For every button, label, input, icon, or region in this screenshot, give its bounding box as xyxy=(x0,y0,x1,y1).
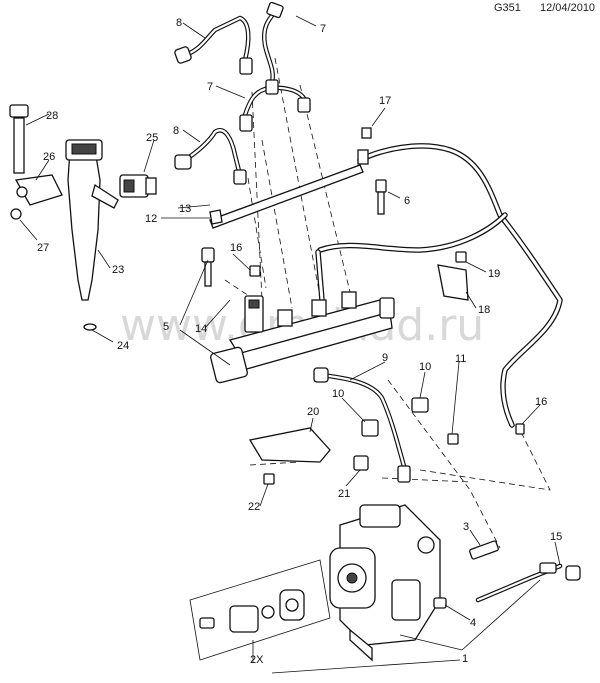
callout-14: 14 xyxy=(195,323,207,335)
diagram-code: G351 xyxy=(494,2,521,14)
callout-24: 24 xyxy=(117,340,129,352)
sensor-assembly xyxy=(119,174,157,198)
pipe-nuts xyxy=(174,1,411,483)
callout-16-left: 16 xyxy=(230,242,242,254)
callout-17: 17 xyxy=(379,95,391,107)
callout-3: 3 xyxy=(463,521,469,533)
callout-16-right: 16 xyxy=(535,396,547,408)
callout-26: 26 xyxy=(43,151,55,163)
callout-18: 18 xyxy=(478,304,490,316)
callout-19: 19 xyxy=(488,268,500,280)
callout-8-mid: 8 xyxy=(173,125,179,137)
callout-labels: 8 7 7 8 17 6 25 28 26 27 23 24 12 13 16 … xyxy=(37,17,562,666)
callout-9: 9 xyxy=(382,352,388,364)
brackets xyxy=(209,209,469,471)
callout-4: 4 xyxy=(470,617,476,629)
callout-1: 1 xyxy=(462,653,468,665)
high-pressure-pump xyxy=(329,504,447,662)
callout-11: 11 xyxy=(455,353,466,365)
callout-13: 13 xyxy=(179,203,191,215)
wiring-harness xyxy=(315,143,563,428)
callout-6: 6 xyxy=(404,195,410,207)
callout-20: 20 xyxy=(307,406,319,418)
fuel-pipes xyxy=(182,9,408,473)
callout-5: 5 xyxy=(163,321,169,333)
callout-10-right: 10 xyxy=(419,361,431,373)
callout-7-mid: 7 xyxy=(207,81,213,93)
callout-10-left: 10 xyxy=(332,388,344,400)
inset-seal-kit xyxy=(189,559,331,661)
diagram-date: 12/04/2010 xyxy=(540,2,596,14)
bolts xyxy=(201,179,525,485)
callout-12: 12 xyxy=(145,213,157,225)
leader-lines xyxy=(19,15,561,674)
pump-fittings xyxy=(469,540,581,603)
callout-21: 21 xyxy=(338,488,350,500)
callout-8-top: 8 xyxy=(176,17,182,29)
callout-23: 23 xyxy=(112,264,124,276)
callout-15: 15 xyxy=(550,531,562,543)
callout-25: 25 xyxy=(146,132,158,144)
callout-28: 28 xyxy=(46,110,58,122)
callout-27: 27 xyxy=(37,242,49,254)
injector-assembly xyxy=(9,104,119,331)
callout-22: 22 xyxy=(248,501,260,513)
callout-2x: 2X xyxy=(250,654,264,666)
callout-7-top: 7 xyxy=(320,23,326,35)
fuel-rail xyxy=(209,127,395,384)
